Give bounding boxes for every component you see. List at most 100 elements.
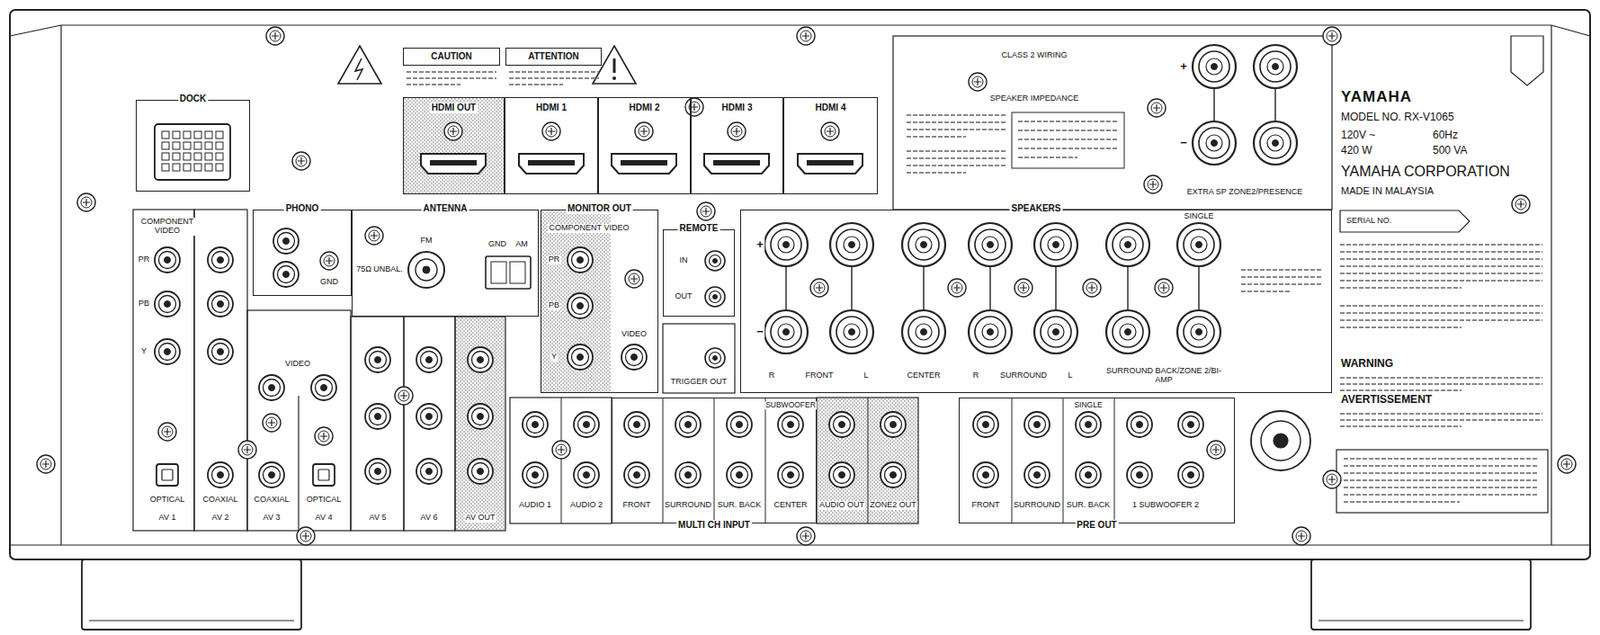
screw — [685, 98, 704, 117]
jack-ring — [705, 286, 725, 307]
screw — [1557, 455, 1576, 474]
connector-label: SUBWOOFER — [764, 401, 817, 410]
jack-ring — [685, 98, 704, 117]
jack-ring — [375, 468, 382, 475]
connector-label: Y — [550, 352, 558, 362]
jack-ring — [1106, 223, 1150, 267]
connector-label: AUDIO 1 — [518, 500, 553, 510]
rca-jack — [621, 344, 647, 370]
rating-label-text: 500 VA — [1431, 144, 1468, 157]
connector-label: EXTRA SP ZONE2/PRESENCE — [1186, 187, 1304, 197]
screw-slot — [802, 32, 810, 40]
connector-label: AM — [514, 240, 529, 250]
connector-label: L — [1066, 371, 1073, 381]
terminal-bar — [850, 266, 852, 311]
jack-ring — [1511, 195, 1530, 214]
jack-ring — [444, 122, 463, 141]
fine-print — [906, 164, 1006, 167]
jack-ring — [1082, 278, 1101, 297]
column-divider — [714, 397, 716, 524]
connector-label: COMPONENT VIDEO — [547, 223, 631, 233]
fine-print — [1343, 486, 1538, 489]
connector-label: AV OUT — [464, 513, 497, 523]
fine-print — [1340, 425, 1462, 428]
jack-ring — [1211, 140, 1218, 147]
group-title: ATTENTION — [526, 51, 581, 63]
rating-label-text: YAMAHA — [1340, 89, 1413, 107]
rca-jack — [467, 458, 493, 484]
speaker-terminal — [902, 310, 946, 354]
rca-jack — [624, 462, 650, 488]
jack-ring — [726, 462, 752, 488]
jack-ring — [207, 339, 233, 365]
screw-slot — [302, 532, 310, 540]
mini-jack — [705, 250, 725, 271]
fine-print — [1343, 464, 1538, 467]
jack-ring — [164, 348, 171, 356]
jack-ring — [1106, 310, 1150, 354]
jack-ring — [713, 259, 718, 264]
fine-print — [406, 83, 461, 86]
screw-slot — [640, 127, 648, 135]
screw — [238, 440, 257, 459]
jack-ring — [824, 125, 836, 137]
jack-ring — [1136, 421, 1144, 429]
rca-jack — [273, 228, 299, 254]
screw-slot — [547, 127, 555, 135]
connector-label: IN — [679, 256, 689, 266]
jack-ring — [1273, 433, 1288, 448]
jack-ring — [1260, 127, 1291, 159]
jack-ring — [1292, 527, 1311, 546]
input-column — [247, 310, 351, 531]
screw-slot — [1212, 446, 1220, 454]
screw-slot — [826, 127, 834, 135]
serial-plate — [1340, 210, 1470, 233]
jack-ring — [578, 416, 596, 434]
screw-slot — [268, 419, 276, 427]
jack-ring — [416, 458, 442, 484]
jack-ring — [527, 416, 545, 434]
foot — [1311, 559, 1531, 630]
jack-ring — [736, 472, 743, 479]
jack-ring — [836, 316, 868, 348]
speaker-terminal — [968, 310, 1012, 354]
dock-pin — [161, 152, 170, 161]
jack-ring — [447, 125, 459, 137]
screw-slot — [1563, 460, 1571, 468]
screw-slot — [271, 32, 279, 40]
rca-jack — [154, 291, 180, 317]
jack-ring — [679, 466, 698, 484]
speaker-terminal — [1106, 310, 1150, 354]
jack-ring — [1034, 472, 1041, 479]
jack-ring — [422, 266, 430, 274]
hdmi-port — [518, 153, 584, 174]
jack-ring — [777, 323, 795, 340]
rca-jack — [1126, 411, 1153, 438]
jack-ring — [1326, 473, 1338, 485]
hdmi-port — [420, 153, 486, 174]
dock-pin — [172, 163, 180, 171]
jack-ring — [849, 241, 856, 249]
speaker-terminal — [1177, 310, 1221, 354]
screw-slot — [690, 103, 698, 111]
speaker-terminal — [1192, 121, 1236, 165]
jack-ring — [1085, 421, 1092, 429]
group-title: MONITOR OUT — [565, 203, 634, 215]
rca-jack — [567, 344, 593, 370]
jack-ring — [810, 278, 829, 297]
rca-jack — [973, 462, 999, 488]
jack-ring — [777, 411, 804, 438]
jack-ring — [1075, 462, 1101, 488]
rca-jack — [777, 462, 804, 488]
jack-ring — [159, 295, 177, 313]
dock-pin — [205, 131, 213, 139]
jack-ring — [315, 379, 333, 397]
connector-label: COMPONENT VIDEO — [137, 217, 197, 236]
group-title: HDMI 4 — [813, 102, 849, 114]
rca-jack — [726, 411, 752, 438]
speaker-terminal — [830, 223, 874, 267]
connector-label: SURROUND — [663, 500, 713, 510]
dock-pin — [161, 142, 170, 150]
connector-label: PB — [137, 299, 151, 309]
input-column — [194, 209, 248, 531]
